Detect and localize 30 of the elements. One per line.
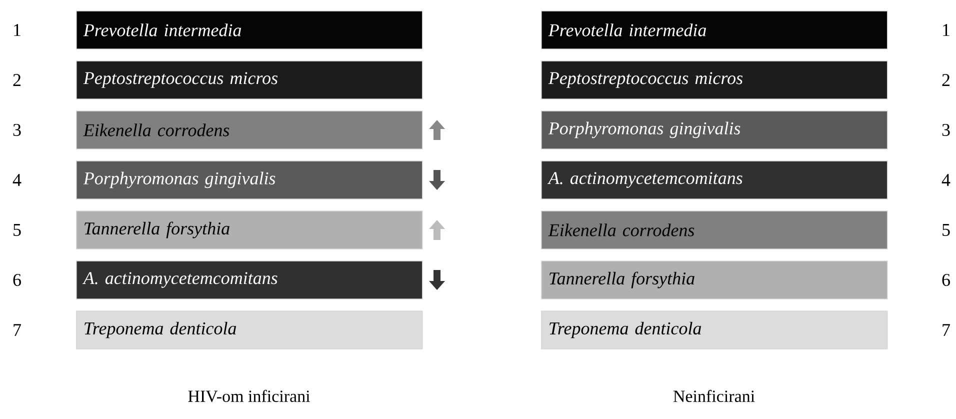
rank-number: 1 (943, 24, 950, 36)
species-bar: Tannerella forsythia (76, 210, 423, 250)
rank-number: 3 (942, 124, 950, 136)
rank-number: 4 (12, 174, 22, 186)
rank-number: 2 (13, 74, 21, 86)
species-bar: Prevotella intermedia (76, 10, 423, 50)
species-bar: Tannerella forsythia (541, 260, 888, 300)
species-bar: A. actinomycetemcomitans (76, 260, 423, 300)
species-bar: Porphyromonas gingivalis (76, 160, 423, 200)
species-bar: Prevotella intermedia (541, 10, 888, 50)
species-bar: A. actinomycetemcomitans (541, 160, 888, 200)
rank-number: 5 (942, 224, 950, 236)
group-title: Neinficirani (673, 390, 755, 402)
rank-number: 3 (13, 124, 21, 136)
species-bar: Eikenella corrodens (541, 210, 888, 250)
rank-number: 7 (14, 324, 21, 336)
rank-number: 6 (942, 274, 950, 286)
species-bar: Porphyromonas gingivalis (541, 110, 888, 150)
rank-number: 1 (14, 24, 20, 36)
species-bar: Peptostreptococcus micros (541, 60, 888, 100)
species-bar: Treponema denticola (76, 310, 423, 350)
species-bar: Eikenella corrodens (76, 110, 423, 150)
species-bar: Peptostreptococcus micros (76, 60, 423, 100)
species-bar: Treponema denticola (541, 310, 888, 350)
rank-number: 5 (14, 224, 21, 236)
rank-number: 2 (942, 74, 950, 86)
group-title: HIV-om inficirani (188, 390, 310, 402)
rank-number: 4 (942, 174, 950, 186)
rank-number: 6 (13, 274, 21, 286)
rank-number: 7 (942, 324, 950, 336)
